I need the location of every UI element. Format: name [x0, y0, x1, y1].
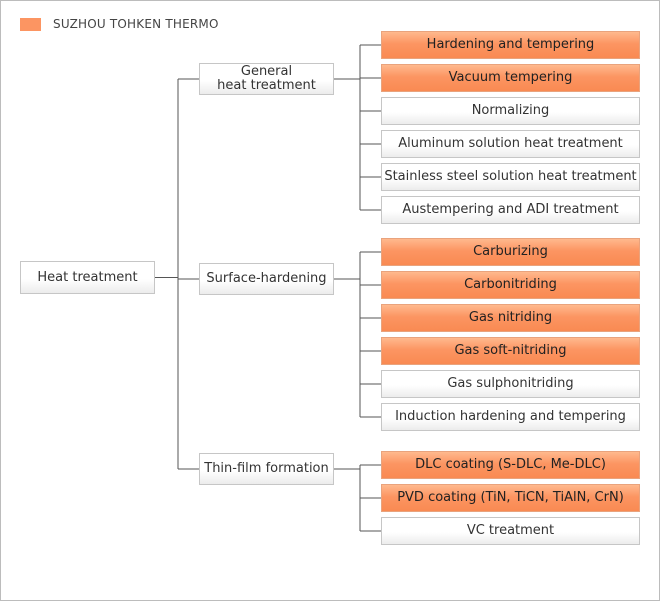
treatment-item-gas-nitriding: Gas nitriding	[381, 304, 640, 332]
treatment-item-gas-sulphonitriding: Gas sulphonitriding	[381, 370, 640, 398]
treatment-item-stainless-steel-solution-heat-treatment: Stainless steel solution heat treatment	[381, 163, 640, 191]
category-label-line: General	[240, 64, 293, 79]
treatment-item-label: DLC coating (S-DLC, Me-DLC)	[415, 457, 606, 472]
treatment-item-label: PVD coating (TiN, TiCN, TiAlN, CrN)	[397, 490, 624, 505]
treatment-item-pvd-coating-tin-ticn-tialn-crn: PVD coating (TiN, TiCN, TiAlN, CrN)	[381, 484, 640, 512]
treatment-item-label: Gas sulphonitriding	[447, 376, 574, 391]
category-label-line: heat treatment	[217, 78, 316, 93]
treatment-item-label: Normalizing	[471, 103, 550, 118]
treatment-item-carbonitriding: Carbonitriding	[381, 271, 640, 299]
treatment-item-carburizing: Carburizing	[381, 238, 640, 266]
legend: SUZHOU TOHKEN THERMO	[20, 17, 219, 31]
treatment-item-label: Stainless steel solution heat treatment	[384, 169, 637, 184]
treatment-item-label: Hardening and tempering	[426, 37, 595, 52]
treatment-item-austempering-and-adi-treatment: Austempering and ADI treatment	[381, 196, 640, 224]
treatment-item-vacuum-tempering: Vacuum tempering	[381, 64, 640, 92]
treatment-item-label: Gas nitriding	[468, 310, 553, 325]
category-label-line: Surface-hardening	[206, 271, 327, 286]
treatment-item-gas-soft-nitriding: Gas soft-nitriding	[381, 337, 640, 365]
treatment-item-hardening-and-tempering: Hardening and tempering	[381, 31, 640, 59]
treatment-item-label: Vacuum tempering	[448, 70, 573, 85]
treatment-item-vc-treatment: VC treatment	[381, 517, 640, 545]
treatment-item-dlc-coating-s-dlc-me-dlc: DLC coating (S-DLC, Me-DLC)	[381, 451, 640, 479]
category-node-thin-film-formation: Thin-film formation	[199, 453, 334, 485]
category-label-line: Thin-film formation	[204, 461, 329, 476]
treatment-item-induction-hardening-and-tempering: Induction hardening and tempering	[381, 403, 640, 431]
legend-swatch	[20, 17, 41, 31]
treatment-item-label: Gas soft-nitriding	[454, 343, 567, 358]
treatment-item-label: Carburizing	[473, 244, 548, 259]
treatment-item-label: Induction hardening and tempering	[395, 409, 626, 424]
legend-label: SUZHOU TOHKEN THERMO	[53, 17, 219, 31]
category-node-surface-hardening: Surface-hardening	[199, 263, 334, 295]
treatment-item-label: Aluminum solution heat treatment	[398, 136, 623, 151]
treatment-item-label: Carbonitriding	[464, 277, 557, 292]
root-node-label: Heat treatment	[37, 269, 138, 285]
treatment-item-label: Austempering and ADI treatment	[402, 202, 619, 217]
treatment-item-label: VC treatment	[466, 523, 555, 538]
treatment-item-aluminum-solution-heat-treatment: Aluminum solution heat treatment	[381, 130, 640, 158]
treatment-item-normalizing: Normalizing	[381, 97, 640, 125]
root-node-heat-treatment: Heat treatment	[20, 261, 155, 294]
